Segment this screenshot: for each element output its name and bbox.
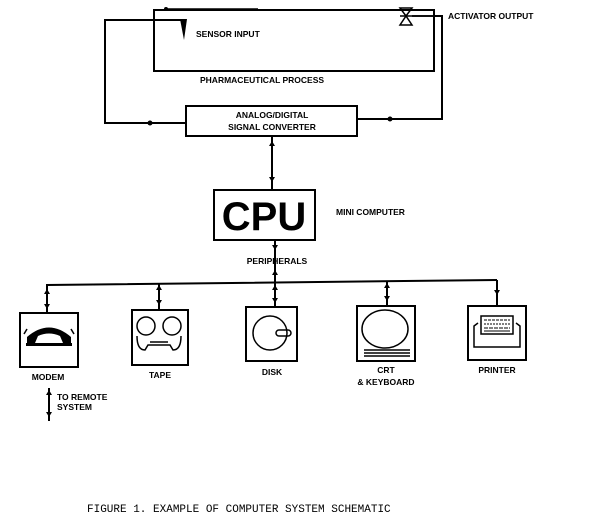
arrow-down-icon xyxy=(269,177,275,182)
mini-computer-label: MINI COMPUTER xyxy=(336,207,405,217)
disk-link xyxy=(272,283,278,307)
figure-caption: FIGURE 1. EXAMPLE OF COMPUTER SYSTEM SCH… xyxy=(87,504,391,516)
crt-label-line2: & KEYBOARD xyxy=(357,377,414,387)
ad-converter-line2: SIGNAL CONVERTER xyxy=(228,122,316,132)
sensor-probe-icon xyxy=(180,19,187,40)
crt-link xyxy=(384,282,390,306)
ad-converter-line1: ANALOG/DIGITAL xyxy=(236,110,309,120)
disk-icon xyxy=(252,315,292,351)
disk-device xyxy=(245,306,298,362)
printer-link xyxy=(494,280,500,306)
disk-label: DISK xyxy=(262,367,283,377)
crt-monitor-icon xyxy=(361,309,410,357)
arrow-dot xyxy=(147,120,153,126)
cpu-box xyxy=(213,189,316,241)
pharmaceutical-process-label: PHARMACEUTICAL PROCESS xyxy=(200,75,324,85)
remote-link-arrows xyxy=(46,388,52,421)
printer-label: PRINTER xyxy=(478,365,515,375)
sensor-signal-line xyxy=(104,19,186,124)
remote-label-line1: TO REMOTE xyxy=(57,392,108,402)
pharmaceutical-process-box xyxy=(153,9,435,72)
modem-label: MODEM xyxy=(32,372,65,382)
crt-label-line1: CRT xyxy=(377,365,395,375)
remote-label-line2: SYSTEM xyxy=(57,402,92,412)
modem-device xyxy=(19,312,79,368)
cpu-label: CPU xyxy=(222,195,306,239)
tape-link xyxy=(156,284,162,310)
ad-converter-box xyxy=(185,105,358,137)
arrow-down-icon xyxy=(272,245,278,250)
tape-label: TAPE xyxy=(149,370,171,380)
tape-device xyxy=(131,309,189,366)
printer-icon xyxy=(473,315,521,348)
arrow-up-icon xyxy=(269,141,275,146)
crt-device xyxy=(356,305,416,362)
modem-link xyxy=(44,285,50,313)
sensor-input-label: SENSOR INPUT xyxy=(196,29,261,39)
arrow-dot xyxy=(387,116,393,122)
arrow-dot xyxy=(164,7,168,11)
tape-reel-icon xyxy=(136,316,182,351)
telephone-icon xyxy=(23,327,75,346)
peripherals-label: PERIPHERALS xyxy=(247,256,308,266)
printer-device xyxy=(467,305,527,361)
activator-output-label: ACTIVATOR OUTPUT xyxy=(448,11,534,21)
arrow-up-icon xyxy=(272,270,278,275)
